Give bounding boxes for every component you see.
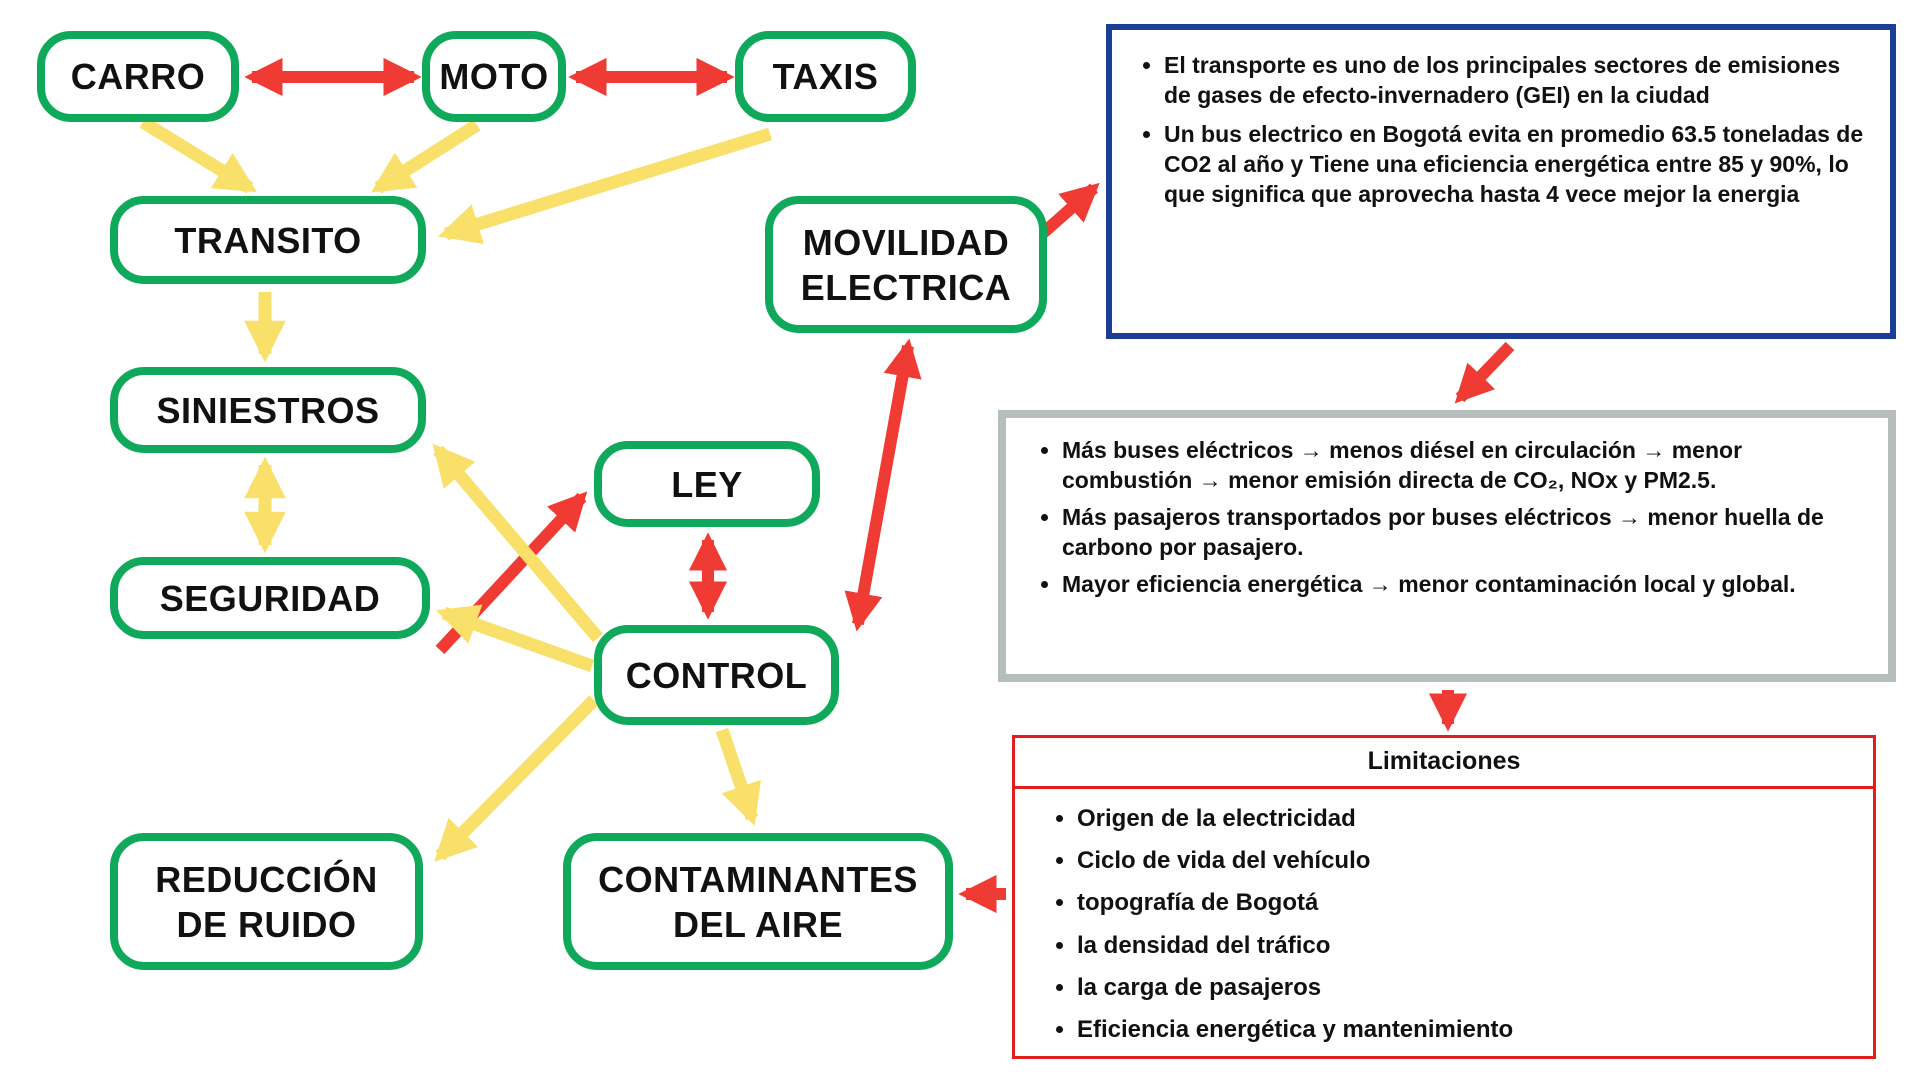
bullet-item: topografía de Bogotá xyxy=(1077,887,1873,918)
intro-box: El transporte es uno de los principales … xyxy=(1106,24,1896,339)
bullet-item: Mayor eficiencia energética → menor cont… xyxy=(1062,570,1868,600)
node-label: REDUCCIÓN DE RUIDO xyxy=(155,858,378,945)
limitations-box: Limitaciones Origen de la electricidadCi… xyxy=(1012,735,1876,1059)
benefits-bullet-list: Más buses eléctricos → menos diésel en c… xyxy=(1022,436,1868,599)
bullet-item: Un bus electrico en Bogotá evita en prom… xyxy=(1164,119,1868,210)
arrow-carro-transito xyxy=(139,116,258,194)
limitations-bullet-list: Origen de la electricidadCiclo de vida d… xyxy=(1015,789,1873,1045)
node-label: CONTROL xyxy=(625,654,808,696)
node-reduccion-de-ruido: REDUCCIÓN DE RUIDO xyxy=(110,833,423,970)
limitations-title: Limitaciones xyxy=(1015,738,1873,789)
bullet-item: El transporte es uno de los principales … xyxy=(1164,50,1868,111)
arrow-control-reduccion xyxy=(434,695,599,862)
arrow-intro-benefits xyxy=(1454,341,1515,404)
bullet-item: Ciclo de vida del vehículo xyxy=(1077,845,1873,876)
node-seguridad: SEGURIDAD xyxy=(110,557,430,639)
node-label: MOVILIDAD ELECTRICA xyxy=(800,221,1012,308)
node-label: CONTAMINANTES DEL AIRE xyxy=(598,858,918,945)
node-contaminantes-del-aire: CONTAMINANTES DEL AIRE xyxy=(563,833,953,970)
arrow-control-contaminantes xyxy=(715,727,761,826)
node-siniestros: SINIESTROS xyxy=(110,367,426,453)
node-moto: MOTO xyxy=(422,31,566,122)
bullet-item: Eficiencia energética y mantenimiento xyxy=(1077,1014,1873,1045)
benefits-box: Más buses eléctricos → menos diésel en c… xyxy=(998,410,1896,682)
node-label: LEY xyxy=(671,463,743,505)
node-label: SINIESTROS xyxy=(156,389,380,431)
bullet-item: Más buses eléctricos → menos diésel en c… xyxy=(1062,436,1868,496)
node-label: MOTO xyxy=(439,56,549,97)
arrow-control-movilidad xyxy=(844,338,922,632)
node-label: SEGURIDAD xyxy=(159,577,381,619)
node-movilidad-electrica: MOVILIDAD ELECTRICA xyxy=(765,196,1047,333)
node-ley: LEY xyxy=(594,441,820,527)
arrow-movilidad-intro xyxy=(1038,182,1100,239)
arrow-moto-transito xyxy=(370,119,481,194)
node-transito: TRANSITO xyxy=(110,196,426,284)
intro-bullet-list: El transporte es uno de los principales … xyxy=(1124,50,1868,210)
bullet-item: la densidad del tráfico xyxy=(1077,930,1873,961)
bullet-item: Origen de la electricidad xyxy=(1077,803,1873,834)
bullet-item: Más pasajeros transportados por buses el… xyxy=(1062,503,1868,563)
node-carro: CARRO xyxy=(37,31,239,122)
bullet-item: la carga de pasajeros xyxy=(1077,972,1873,1003)
node-label: TAXIS xyxy=(772,56,879,97)
node-control: CONTROL xyxy=(594,625,839,725)
arrow-taxis-transito xyxy=(438,127,772,245)
arrow-control-seguridad xyxy=(436,604,595,673)
arrow-control-siniestros xyxy=(432,443,603,643)
node-label: CARRO xyxy=(70,56,206,97)
node-label: TRANSITO xyxy=(174,219,362,261)
node-taxis: TAXIS xyxy=(735,31,916,122)
